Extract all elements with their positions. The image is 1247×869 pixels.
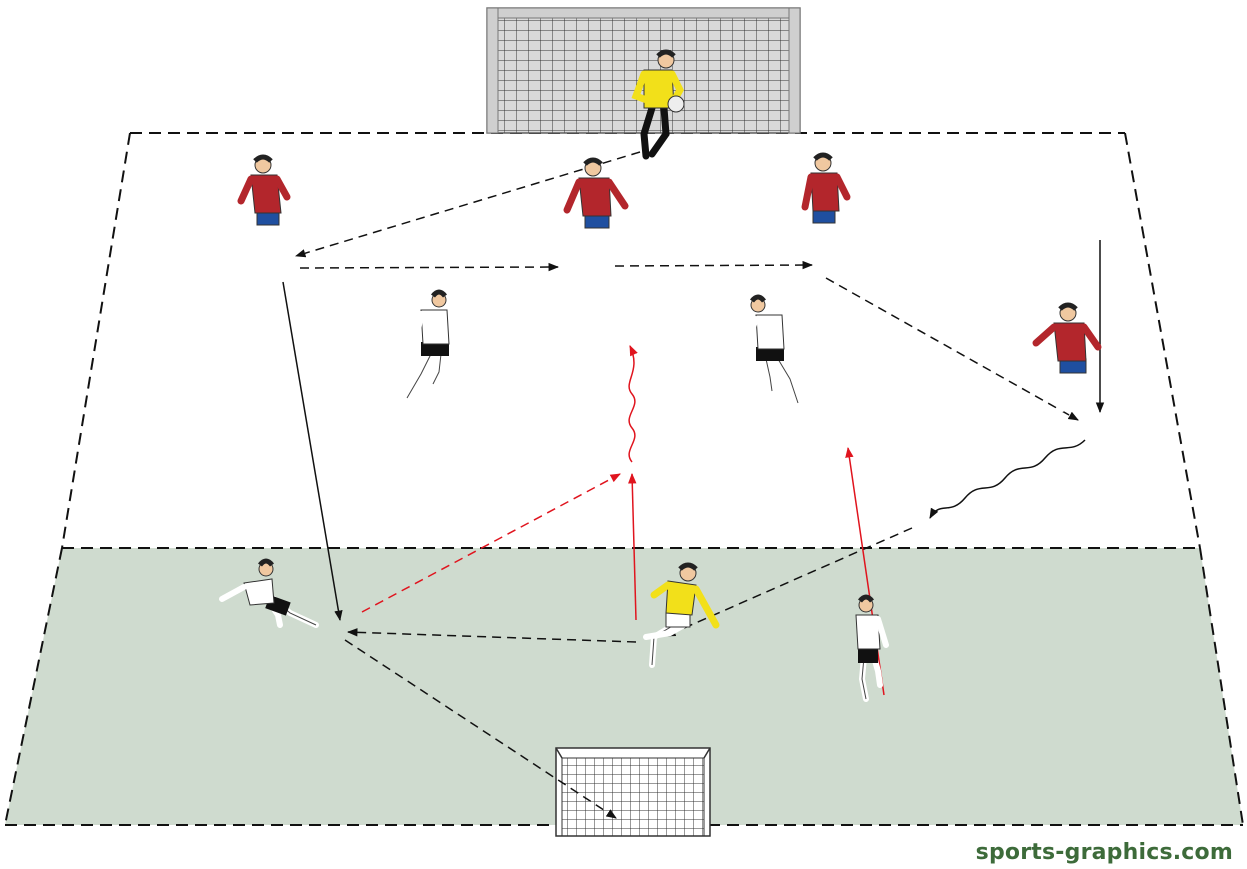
red-player-2 (567, 160, 625, 268)
red-player-3 (805, 155, 847, 259)
white-player-2 (750, 297, 798, 403)
red-player-4 (1036, 305, 1098, 413)
watermark-text[interactable]: sports-graphics.com (976, 840, 1233, 865)
small-goal (556, 748, 710, 836)
pass-red1-to-red2 (300, 267, 558, 268)
pass-red2-to-red3 (615, 265, 812, 266)
pass-red3-to-red4 (826, 278, 1078, 420)
red-dribble (629, 346, 635, 462)
red-player-1 (241, 157, 289, 263)
white-player-1 (407, 292, 449, 398)
dribble-line-black (930, 440, 1085, 518)
